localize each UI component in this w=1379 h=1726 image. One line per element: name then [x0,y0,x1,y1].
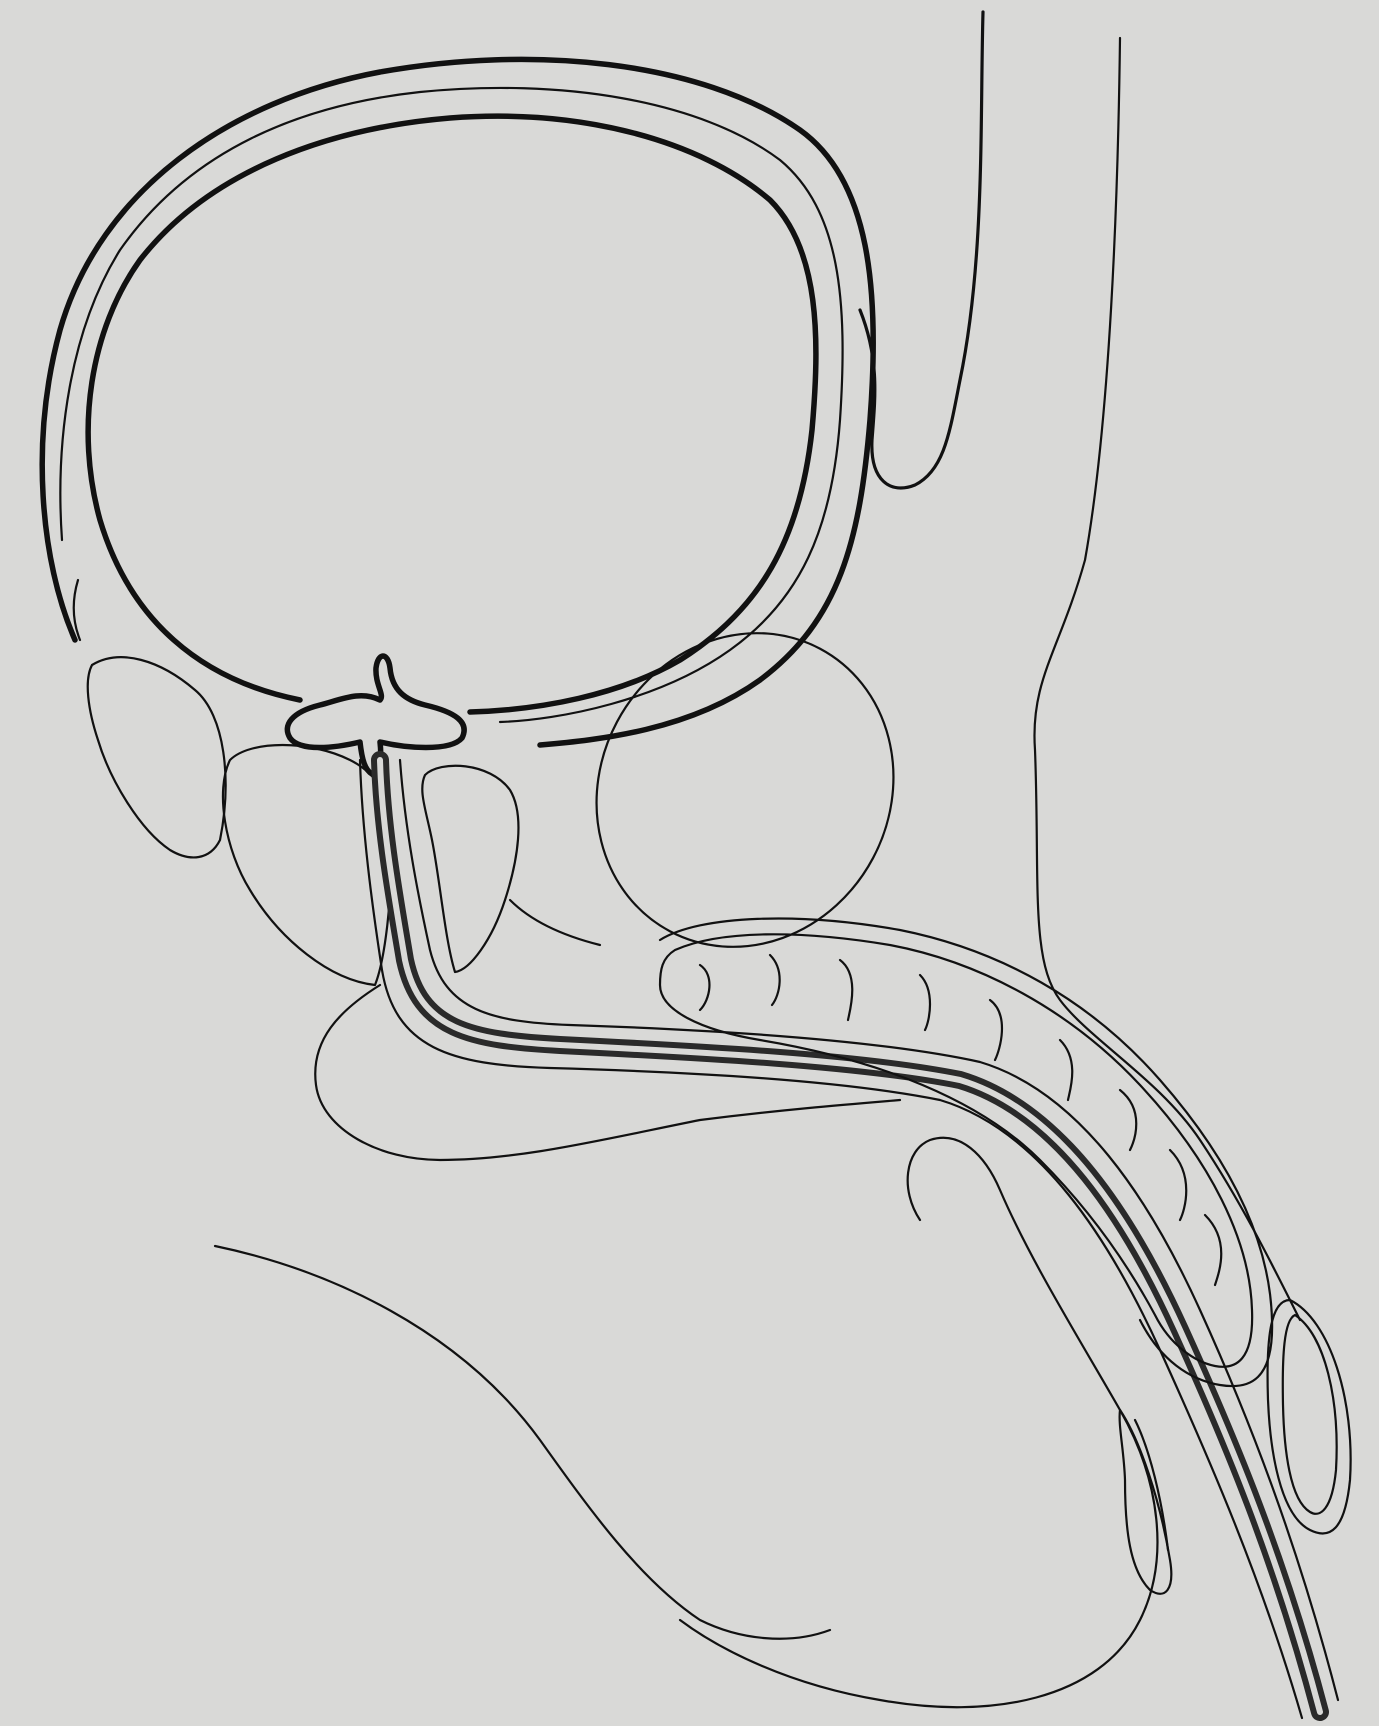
pubic-symphysis [542,581,948,1000]
peritoneal-fold [860,12,983,488]
urethral-catheter [380,760,1320,1712]
glans [1268,1300,1351,1533]
urethral-catheter-lumen [380,760,1320,1712]
bladder-wall [42,59,873,745]
trabeculae [700,955,1221,1285]
rectum-outline [215,1246,830,1639]
pelvic-floor-left [74,580,80,640]
urethral-bulb [315,985,900,1160]
scrotum [680,1138,1157,1707]
perineal-body [510,900,600,945]
prostate-left-lobe [223,745,392,985]
prepuce [1120,1410,1172,1594]
abdominal-wall [1034,38,1300,1320]
bladder-lumen [88,116,816,712]
pubic-bone-left [88,657,226,857]
urethra-upper-wall [400,760,1338,1700]
urethra-lower-wall [360,760,1302,1718]
prostate-right-lobe [422,766,518,972]
